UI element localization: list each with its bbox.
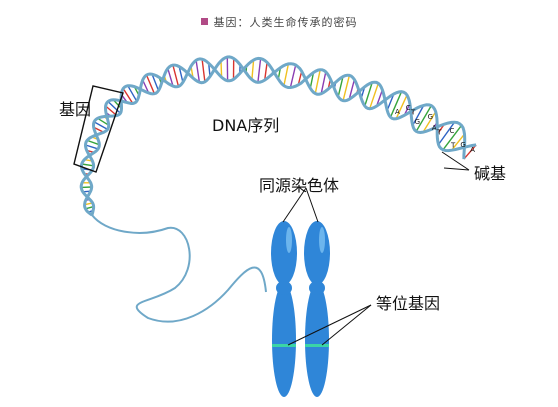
base-pair-rung <box>195 60 201 83</box>
chromosome-right <box>304 221 330 397</box>
base-pair-rung <box>142 79 150 94</box>
base-pair-rung <box>251 59 255 80</box>
gene-bracket <box>73 85 124 173</box>
base-pair-rung <box>93 121 108 131</box>
base-letter: T <box>450 142 456 150</box>
base-pair-rung <box>172 64 180 87</box>
base-pair-rung <box>145 74 156 94</box>
base-pair-rung <box>201 59 206 82</box>
base-pair-rung <box>395 94 408 120</box>
base-pair-rung <box>257 58 262 83</box>
header-marker-icon <box>200 18 208 25</box>
base-pair-rung <box>463 144 477 160</box>
base-pair-rung <box>289 64 297 88</box>
base-pair-rung <box>412 105 425 126</box>
base-pair-rung <box>167 68 174 87</box>
base-letter: T <box>410 108 416 116</box>
base-pair-rung <box>81 163 94 167</box>
base-pair-rung <box>314 69 321 94</box>
header-title: 基因：人类生命传承的密码 <box>213 16 358 29</box>
base-pair-rung <box>86 139 100 146</box>
base-letter: G <box>415 118 420 126</box>
helix-strand-b <box>79 55 467 217</box>
chromosome-left <box>271 221 297 397</box>
base-pair-rung <box>127 85 138 102</box>
base-pair-rung <box>178 66 184 83</box>
label-base: 碱基 <box>474 164 507 183</box>
base-pair-rung <box>337 76 344 97</box>
base-pair-rung <box>264 62 268 81</box>
base-letter: G <box>428 113 433 121</box>
label-allele: 等位基因 <box>376 294 441 313</box>
base-letter: A <box>432 124 437 132</box>
base-pair-rung <box>309 72 315 89</box>
allele-band-right <box>305 344 329 347</box>
dna-tail-strand <box>91 214 267 323</box>
base-pair-rung <box>97 117 110 126</box>
base-pair-rung <box>320 71 327 94</box>
diagram-header: 基因：人类生命传承的密码 <box>0 14 558 30</box>
base-letter: T <box>436 128 442 136</box>
label-dna-sequence: DNA序列 <box>212 116 280 135</box>
base-pair-rung <box>386 93 395 111</box>
base-pair-rung <box>422 111 437 133</box>
base-pair-rung <box>107 100 121 114</box>
base-letter: C <box>406 104 411 112</box>
base-pair-rung <box>369 83 379 109</box>
base-pair-rung <box>151 73 160 91</box>
base-letter: A <box>470 146 475 154</box>
dna-tail <box>91 214 267 323</box>
base-letter: A <box>395 108 400 116</box>
label-homologous-chromosomes: 同源染色体 <box>259 176 340 195</box>
base-pair-rung <box>375 89 384 107</box>
base-pair-rung <box>415 105 432 132</box>
base-pair-rung <box>122 88 134 104</box>
base-pair-rung <box>437 121 456 145</box>
base-pair-rung <box>389 91 403 118</box>
base-pair-rung <box>85 144 99 150</box>
base-pair-rung <box>451 133 466 151</box>
label-gene: 基因 <box>59 100 92 119</box>
base-pair-rung <box>220 60 223 78</box>
base-pair-rung <box>342 75 351 101</box>
pointer-lines <box>282 151 470 346</box>
base-letter: C <box>450 127 455 135</box>
base-pair-rung <box>283 63 290 86</box>
base-letter: G <box>460 141 465 149</box>
base-pair-rung <box>364 82 373 107</box>
allele-band-left <box>272 344 296 347</box>
base-pair-rung <box>348 79 356 100</box>
base-pair-rung <box>105 105 118 117</box>
base-pair-rung <box>442 124 463 151</box>
